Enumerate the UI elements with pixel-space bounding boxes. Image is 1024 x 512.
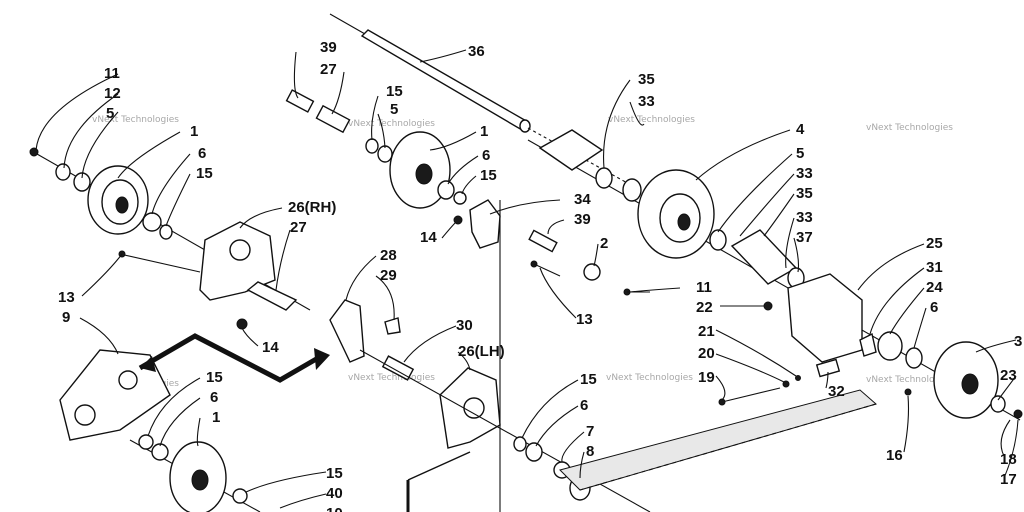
callout-label: 27 [290,219,307,236]
callout-label: 27 [320,61,337,78]
callout-label: 35 [796,185,813,202]
callout-label: 8 [586,443,594,460]
callout-label: 20 [698,345,715,362]
callout-label: 6 [198,145,206,162]
callout-label: 37 [796,229,813,246]
watermark: vNext Technologies [348,373,435,383]
callout-label: 1 [480,123,488,140]
callout-label: 33 [796,165,813,182]
watermark: vNext Technologies [608,115,695,125]
callout-label: 15 [326,465,343,482]
callout-label: 11 [696,279,712,296]
watermark: vNext Technologies [866,123,953,133]
callout-label: 22 [696,299,713,316]
callout-label: 15 [580,371,597,388]
callout-label: 5 [390,101,398,118]
callout-label: 1 [212,409,220,426]
callout-label: 6 [580,397,588,414]
callout-label: 11 [104,65,120,82]
callout-label: 15 [196,165,213,182]
callout-label: 4 [796,121,805,138]
callout-label: 6 [930,299,938,316]
callout-label: 2 [600,235,608,252]
callout-label: 39 [320,39,337,56]
callout-label: 32 [828,383,845,400]
callout-label: 13 [576,311,593,328]
callout-label: 12 [104,85,121,102]
callout-label: 26(LH) [458,343,505,360]
callout-label: 23 [1000,367,1017,384]
right-wheel-assembly [527,129,1023,491]
callout-label: 29 [380,267,397,284]
callout-label: 36 [468,43,485,60]
callout-label: 15 [480,167,497,184]
callout-label: 24 [926,279,943,296]
callout-label: 17 [1000,471,1017,488]
callout-label: 28 [380,247,397,264]
callout-label: 30 [456,317,473,334]
watermark: vNext Technologies [92,115,179,125]
callout-label: 40 [326,485,343,502]
callout-label: 14 [262,339,279,356]
callout-label: 33 [796,209,813,226]
callout-label: 16 [886,447,903,464]
callout-label: 31 [926,259,943,276]
callout-label: 15 [386,83,403,100]
callout-label: 33 [638,93,655,110]
callout-label: 1 [190,123,198,140]
callout-label: 14 [420,229,437,246]
callout-label: 5 [796,145,804,162]
callout-label: 5 [106,105,114,122]
leader-lines [35,49,1019,509]
callout-label: 25 [926,235,943,252]
callout-label: 6 [482,147,490,164]
watermark: vNext Technologies [606,373,693,383]
bottom-left-assembly [59,333,330,512]
callout-label: 6 [210,389,218,406]
callout-label: 19 [698,369,715,386]
watermark: vNext Technologies [348,119,435,129]
callout-labels: 11 12 5 1 6 15 13 26(RH) 27 9 14 15 6 1 … [58,39,1022,512]
callout-label: 34 [574,191,591,208]
callout-label: 35 [638,71,655,88]
callout-label: 3 [1014,333,1022,350]
callout-label: 21 [698,323,715,340]
callout-label: 15 [206,369,223,386]
callout-label: 26(RH) [288,199,336,216]
callout-label: 18 [1000,451,1017,468]
rod-36 [329,13,641,191]
center-wheel-assembly [285,89,651,512]
callout-label: 9 [62,309,70,326]
callout-label: 7 [586,423,594,440]
callout-label: 10 [326,505,343,512]
watermark: vNext Technologies [866,375,953,385]
callout-label: 13 [58,289,75,306]
callout-label: 39 [574,211,591,228]
left-wheel-assembly [29,147,311,330]
